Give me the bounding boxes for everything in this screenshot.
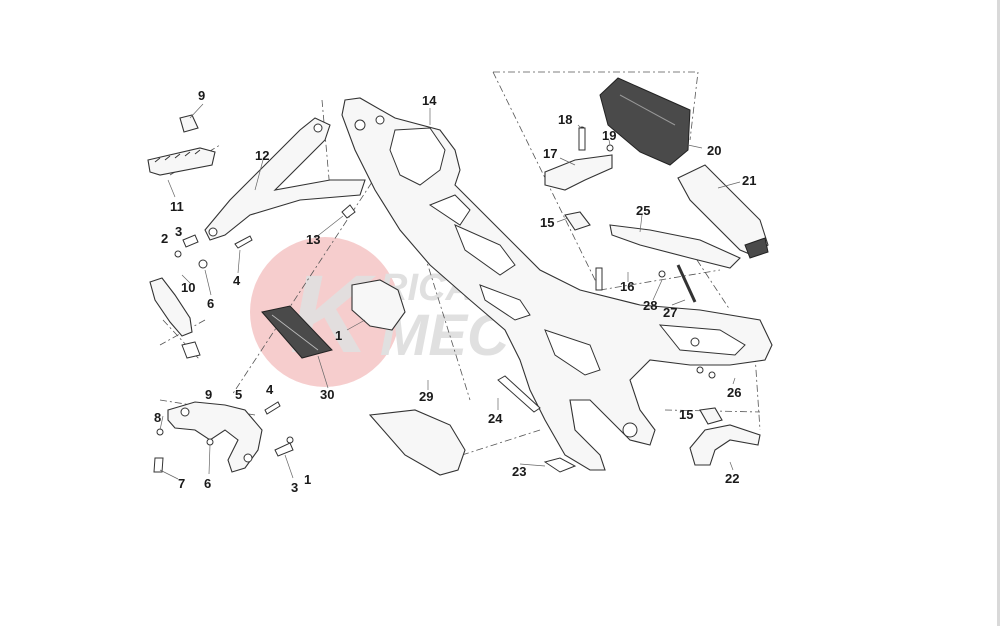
small-hardware-right — [153, 401, 294, 473]
callout-1-lower: 1 — [304, 472, 311, 487]
tool-pouch — [599, 77, 691, 166]
callout-18: 18 — [558, 112, 572, 127]
callout-25: 25 — [636, 203, 650, 218]
callout-2: 2 — [161, 231, 168, 246]
leader-lines — [159, 103, 741, 480]
stud-16 — [595, 267, 603, 291]
bolt-13 — [341, 204, 356, 219]
callout-6-upper: 6 — [207, 296, 214, 311]
right-footpeg-bracket — [167, 401, 263, 473]
callout-5: 5 — [235, 387, 242, 402]
callout-1-pad: 1 — [335, 328, 342, 343]
tray-25 — [609, 224, 741, 269]
callout-17: 17 — [543, 146, 557, 161]
clips-26 — [696, 366, 716, 379]
callout-9-upper: 9 — [198, 88, 205, 103]
bracket-17 — [544, 126, 614, 191]
left-footpeg — [147, 147, 216, 176]
small-hardware-left — [174, 234, 253, 269]
rear-subframe — [341, 97, 773, 471]
callout-12: 12 — [255, 148, 269, 163]
right-footpeg — [149, 277, 201, 359]
callout-10: 10 — [181, 280, 195, 295]
callout-labels: 9 12 11 3 2 13 4 10 6 14 18 19 17 20 21 … — [154, 88, 756, 495]
callout-20: 20 — [707, 143, 721, 158]
callout-27: 27 — [663, 305, 677, 320]
callout-3-upper: 3 — [175, 224, 182, 239]
callout-7: 7 — [178, 476, 185, 491]
callout-13: 13 — [306, 232, 320, 247]
callout-28: 28 — [643, 298, 657, 313]
rubber-mount-15b — [699, 407, 723, 425]
callout-11: 11 — [170, 199, 184, 214]
callout-23: 23 — [512, 464, 526, 479]
screw-28 — [658, 270, 666, 278]
callout-15-lower: 15 — [679, 407, 693, 422]
callout-26: 26 — [727, 385, 741, 400]
bolt-23 — [543, 457, 577, 473]
bolt-24 — [497, 375, 541, 413]
left-footpeg-bracket — [204, 117, 366, 241]
callout-15-upper: 15 — [540, 215, 554, 230]
callout-21: 21 — [742, 173, 756, 188]
callout-29: 29 — [419, 389, 433, 404]
rubber-mount-15 — [564, 211, 591, 231]
spring-clip-upper — [179, 114, 199, 133]
callout-9-lower: 9 — [205, 387, 212, 402]
callout-22: 22 — [725, 471, 739, 486]
side-cover — [368, 409, 466, 476]
callout-14: 14 — [422, 93, 437, 108]
callout-8: 8 — [154, 410, 161, 425]
callout-3-lower: 3 — [291, 480, 298, 495]
tool-case — [677, 164, 769, 259]
callout-30: 30 — [320, 387, 334, 402]
callout-4-upper: 4 — [233, 273, 241, 288]
rod-27 — [676, 264, 697, 303]
callout-24: 24 — [488, 411, 503, 426]
callout-16: 16 — [620, 279, 634, 294]
rubber-pad — [351, 279, 406, 331]
page-edge — [997, 0, 1000, 626]
bracket-22 — [689, 424, 761, 466]
callout-19: 19 — [602, 128, 616, 143]
callout-6-lower: 6 — [204, 476, 211, 491]
heat-shield-plate — [261, 305, 333, 359]
callout-4-lower: 4 — [266, 382, 274, 397]
